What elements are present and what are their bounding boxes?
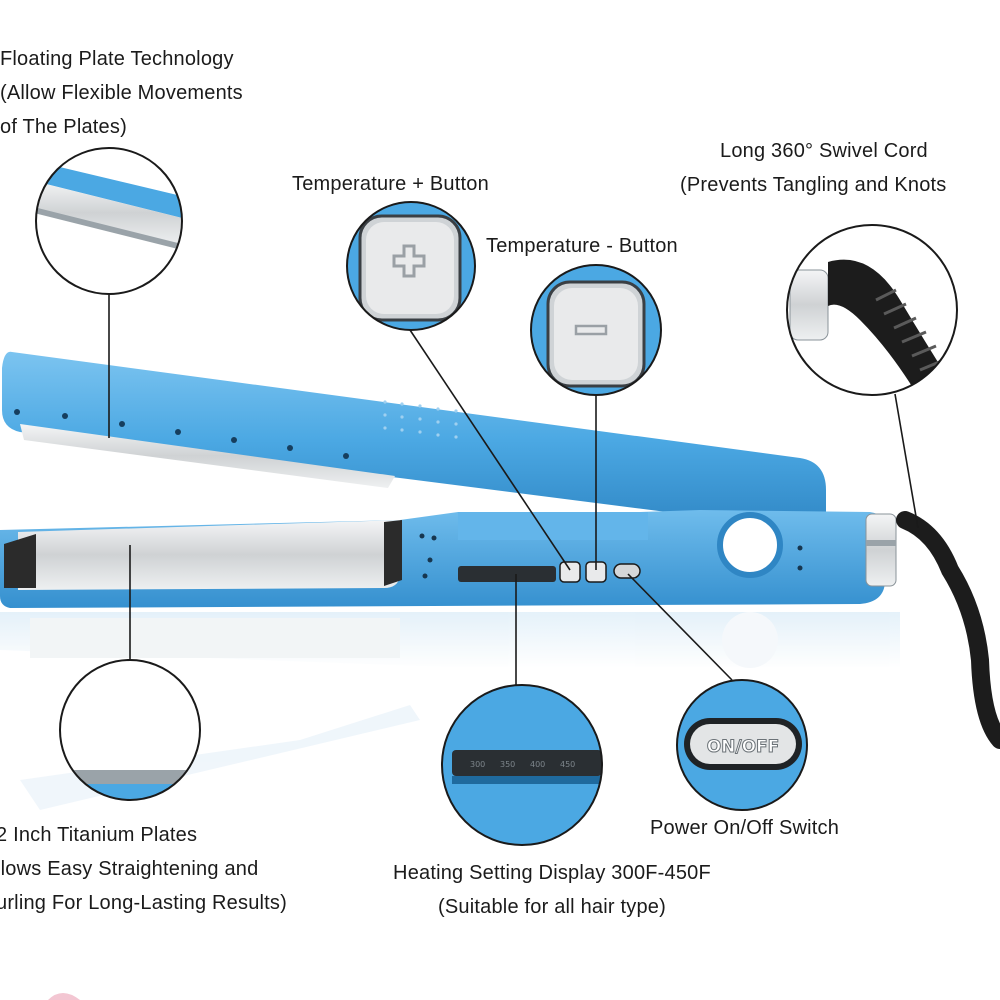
power-switch-label: Power On/Off Switch bbox=[650, 811, 839, 845]
floating-plate-label: Floating Plate Technology (Allow Flexibl… bbox=[0, 42, 243, 144]
swivel-cord-label: Long 360° Swivel Cord (Prevents Tangling… bbox=[680, 134, 1000, 202]
minus-icon bbox=[574, 324, 608, 336]
leader-lines bbox=[108, 294, 919, 686]
heat-tick-450: 450 bbox=[560, 760, 575, 769]
titanium-plates-label-line2: llows Easy Straightening and bbox=[0, 858, 259, 880]
titanium-plates-label-line3: urling For Long-Lasting Results) bbox=[0, 892, 287, 914]
temp-minus-label: Temperature - Button bbox=[486, 229, 678, 263]
callout-floating-plate bbox=[35, 147, 183, 295]
callout-swivel-cord bbox=[786, 224, 958, 396]
swivel-cord-label-line1: Long 360° Swivel Cord bbox=[720, 140, 928, 162]
callout-temp-plus bbox=[346, 201, 476, 331]
heat-scale-ticks: 300 350 400 450 bbox=[470, 760, 575, 769]
bottom-arm bbox=[0, 510, 897, 608]
swivel-cord-label-line2: (Prevents Tangling and Knots bbox=[680, 174, 947, 196]
top-arm bbox=[2, 351, 826, 531]
plus-icon bbox=[392, 244, 426, 278]
power-switch-label-line1: Power On/Off Switch bbox=[650, 817, 840, 839]
floating-plate-label-line2: (Allow Flexible Movements bbox=[0, 82, 243, 104]
heat-tick-300: 300 bbox=[470, 760, 485, 769]
temp-minus-label-line1: Temperature - Button bbox=[486, 235, 678, 257]
power-switch-text: ON/OFF bbox=[707, 737, 780, 757]
heat-display-label: Heating Setting Display 300F-450F (Suita… bbox=[352, 856, 752, 924]
floating-plate-label-line3: of The Plates) bbox=[0, 116, 127, 138]
callout-power-switch: ON/OFF bbox=[676, 679, 808, 811]
floating-plate-label-line1: Floating Plate Technology bbox=[0, 48, 234, 70]
heat-tick-350: 350 bbox=[500, 760, 515, 769]
temp-plus-label: Temperature + Button bbox=[292, 167, 489, 201]
power-cord bbox=[896, 511, 1000, 749]
temp-plus-label-line1: Temperature + Button bbox=[292, 173, 489, 195]
titanium-plates-label-line1: 2 Inch Titanium Plates bbox=[0, 824, 198, 846]
callout-titanium-plates bbox=[59, 659, 201, 801]
heat-display-label-line2: (Suitable for all hair type) bbox=[438, 896, 666, 918]
heat-tick-400: 400 bbox=[530, 760, 545, 769]
titanium-plates-label: 2 Inch Titanium Plates llows Easy Straig… bbox=[0, 818, 287, 920]
callout-temp-minus bbox=[530, 264, 662, 396]
callout-heat-display: 300 350 400 450 bbox=[441, 684, 603, 846]
heat-display-label-line1: Heating Setting Display 300F-450F bbox=[393, 862, 711, 884]
